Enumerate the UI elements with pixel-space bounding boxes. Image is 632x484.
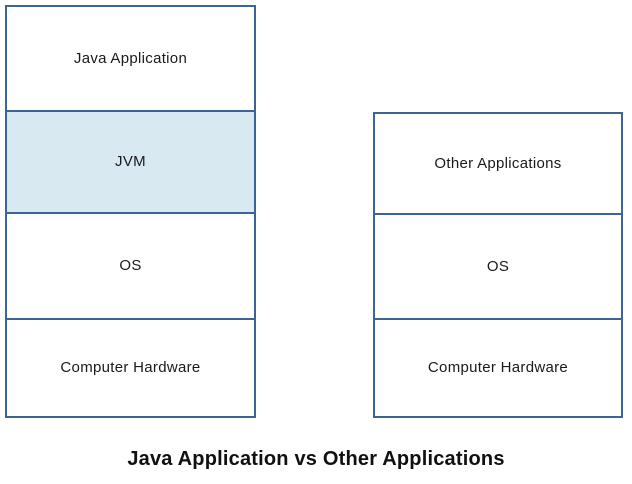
diagram-caption: Java Application vs Other Applications <box>127 448 505 470</box>
layer-computer-hardware-right: Computer Hardware <box>373 318 623 418</box>
layer-label-jvm: JVM <box>115 153 146 170</box>
layer-other-applications: Other Applications <box>373 112 623 213</box>
layer-label-computer-hardware-left: Computer Hardware <box>60 359 201 376</box>
layer-jvm: JVM <box>5 110 256 212</box>
layer-os-left: OS <box>5 212 256 318</box>
layer-label-java-application: Java Application <box>73 49 188 67</box>
layer-computer-hardware-left: Computer Hardware <box>5 318 256 418</box>
layer-label-other-applications: Other Applications <box>434 154 562 172</box>
layer-os-right: OS <box>373 213 623 318</box>
layer-label-os-left: OS <box>119 257 142 274</box>
layer-label-computer-hardware-right: Computer Hardware <box>427 359 569 376</box>
layer-label-os-right: OS <box>486 257 510 275</box>
other-applications-stack: Other Applications OS Computer Hardware <box>373 112 623 418</box>
java-application-stack: Java Application JVM OS Computer Hardwar… <box>5 5 256 418</box>
layer-java-application: Java Application <box>5 5 256 110</box>
